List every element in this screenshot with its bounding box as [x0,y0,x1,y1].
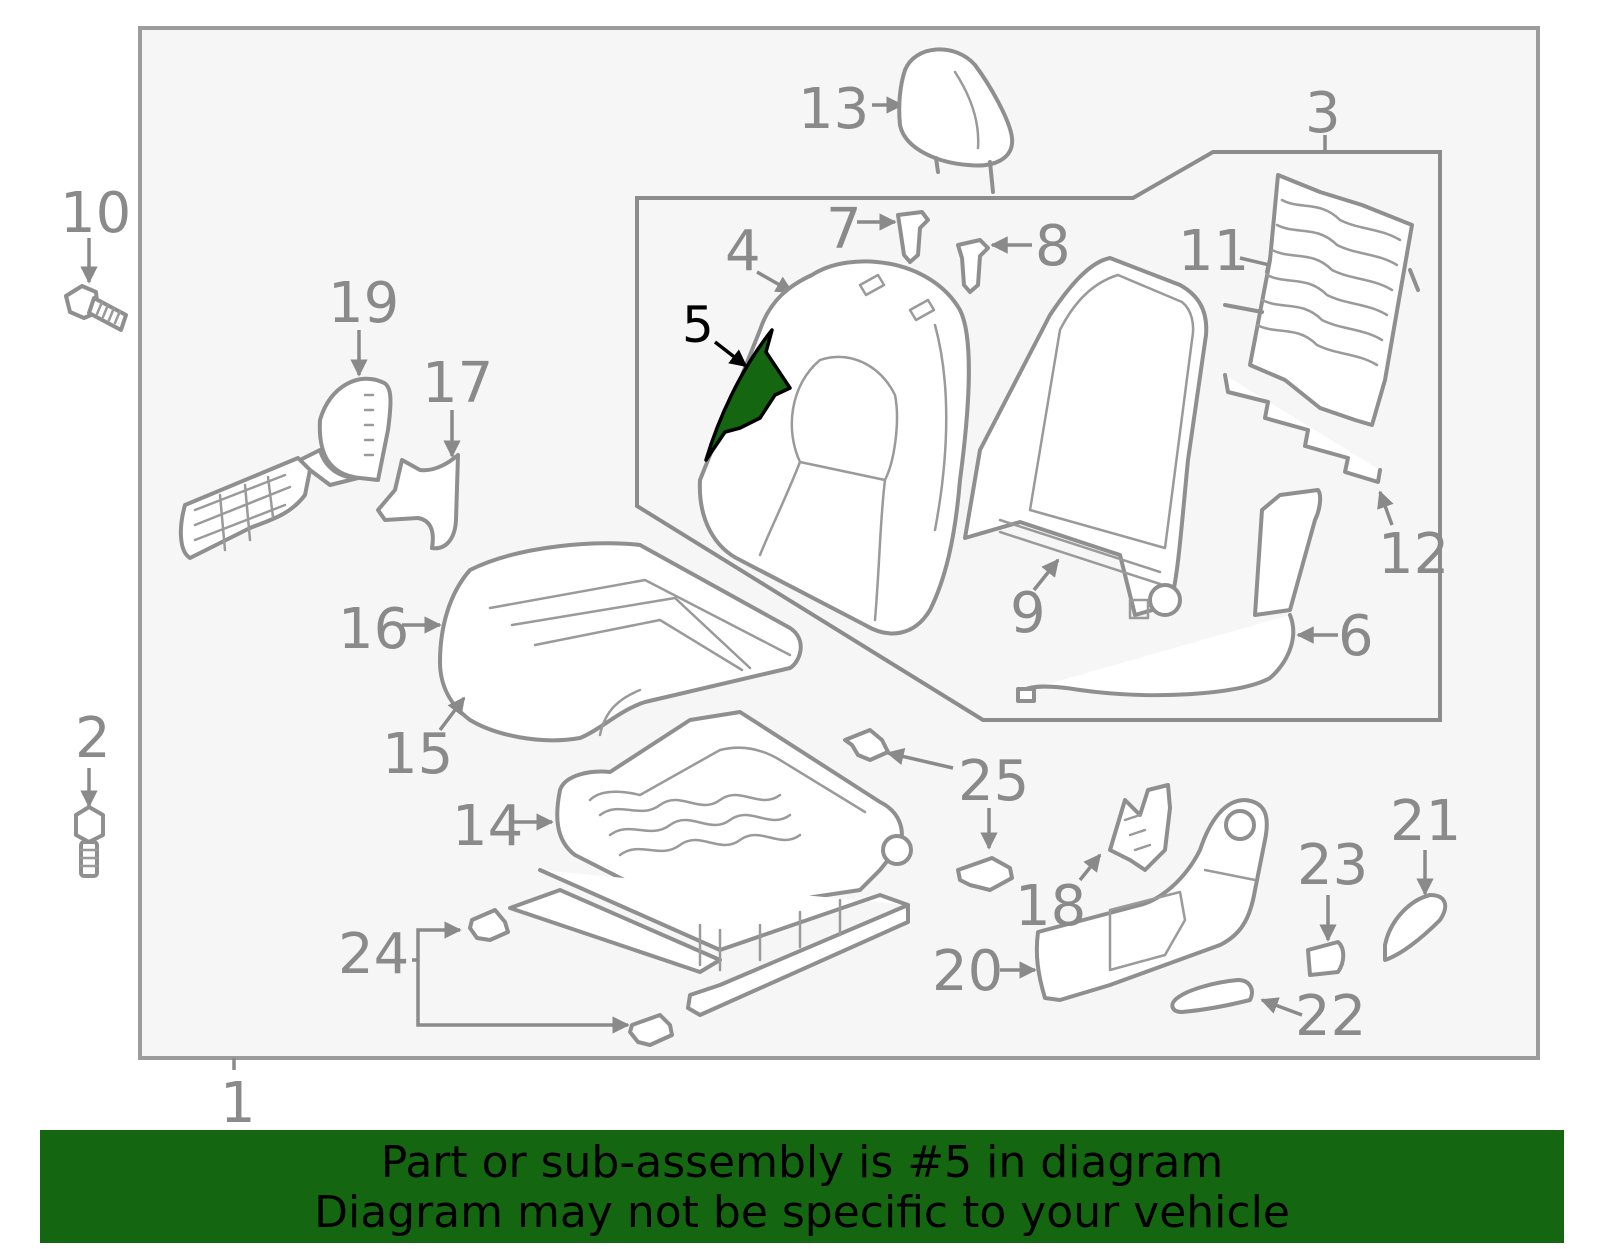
seatback-subassembly-frame [635,150,1442,722]
clip-25 [843,728,1014,892]
callout-2: 2 [75,706,111,771]
headrest-13 [872,47,1015,194]
callout-23: 23 [1297,833,1368,898]
callout-5[interactable]: 5 [682,296,714,354]
recline-lever-22 [1170,978,1303,1017]
bracket-17 [376,410,461,551]
callout-10: 10 [60,181,131,246]
callout-13: 13 [798,77,869,142]
bracket-18 [1078,783,1172,882]
clip-7 [857,210,930,264]
callout-15-leader [438,696,466,732]
callout-4: 4 [725,219,761,284]
callout-7: 7 [826,197,862,262]
callout-15: 15 [382,722,453,787]
callout-19: 19 [328,271,399,336]
side-shield-20 [1000,798,1269,1002]
banner-line-2: Diagram may not be specific to your vehi… [314,1187,1290,1238]
lumbar-support-11 [1223,173,1420,427]
side-airbag-6 [1016,488,1338,703]
banner-line-1: Part or sub-assembly is #5 in diagram [380,1137,1224,1188]
callout-18: 18 [1015,874,1086,939]
knob-21 [1383,850,1448,962]
clip-24 [412,908,674,1047]
bolt-2 [74,768,105,878]
part-info-banner: Part or sub-assembly is #5 in diagram Di… [40,1130,1564,1243]
callout-9: 9 [1010,581,1046,646]
callout-20: 20 [932,939,1003,1004]
callout-22: 22 [1295,984,1366,1049]
callout-21: 21 [1390,789,1461,854]
cushion-cover-16 [402,541,803,743]
callout-1: 1 [220,1071,256,1136]
seat-cushion-frame-14 [508,710,913,1017]
back-panel-19 [178,330,393,560]
callout-3: 3 [1305,81,1341,146]
callout-11: 11 [1178,219,1249,284]
callout-17: 17 [422,351,493,416]
cap-23 [1306,895,1346,977]
bolt-10 [64,238,128,332]
callout-24: 24 [338,922,409,987]
callout-14: 14 [452,794,523,859]
side-pad-5-highlighted [704,328,792,462]
clip-8 [956,236,1032,294]
callout-25: 25 [958,749,1029,814]
wire-12 [1223,373,1394,526]
seatback-frame-9 [963,256,1209,620]
highlighted-part-5 [704,328,792,462]
callout-8: 8 [1035,214,1071,279]
callout-16: 16 [338,597,409,662]
callout-12: 12 [1378,522,1449,587]
callout-6: 6 [1338,604,1374,669]
